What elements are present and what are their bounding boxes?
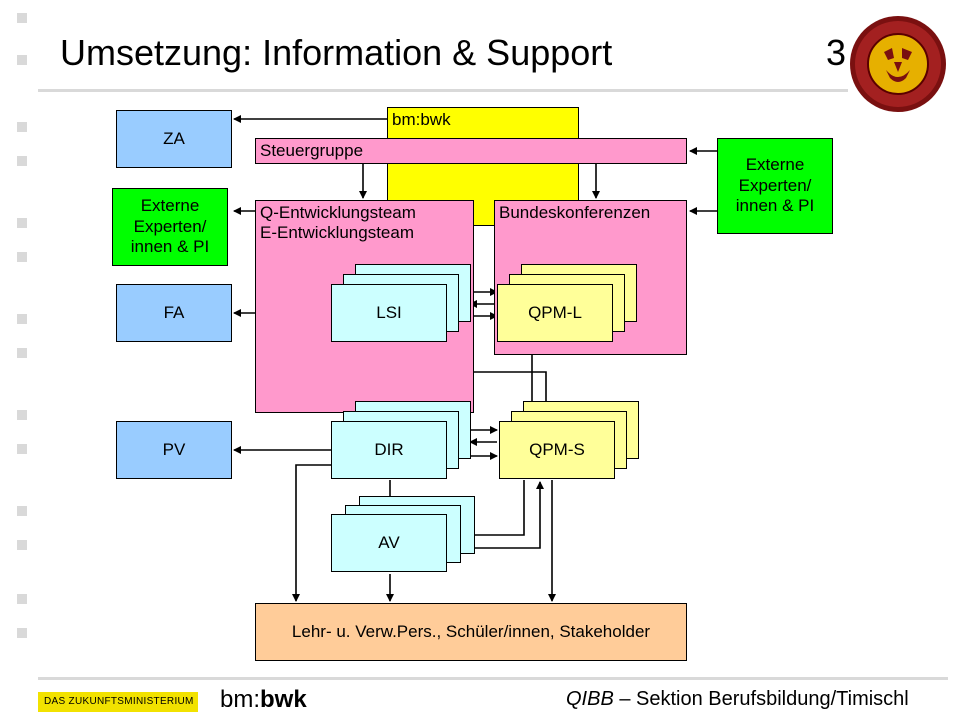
bmbwk-logo-light: bm: — [220, 686, 261, 713]
bullet-square — [17, 252, 27, 262]
dir-box: DIR — [331, 421, 447, 479]
bullet-square — [17, 506, 27, 516]
footer-credit-text: – Sektion Berufsbildung/Timischl — [613, 688, 909, 710]
steuergruppe-box: Steuergruppe — [255, 138, 687, 164]
qpm-l-box: QPM-L — [497, 284, 613, 342]
bullet-square — [17, 444, 27, 454]
section-seal-logo — [850, 16, 946, 112]
bullet-square — [17, 410, 27, 420]
bullet-square — [17, 314, 27, 324]
externe-experten-right-box: Externe Experten/ innen & PI — [717, 138, 833, 234]
externe-experten-left-box: Externe Experten/ innen & PI — [112, 188, 228, 266]
bullet-square — [17, 540, 27, 550]
bullet-square — [17, 218, 27, 228]
stakeholder-box: Lehr- u. Verw.Pers., Schüler/innen, Stak… — [255, 603, 687, 661]
e-entwicklungsteam-label: E-Entwicklungsteam — [260, 223, 415, 243]
footer-credit: QIBB – Sektion Berufsbildung/Timischl — [566, 688, 909, 711]
bullet-square — [17, 13, 27, 23]
footer-qibb: QIBB — [566, 688, 614, 710]
bullet-square — [17, 628, 27, 638]
bullet-square — [17, 348, 27, 358]
q-entwicklungsteam-label: Q-Entwicklungsteam — [260, 203, 416, 222]
page-title: Umsetzung: Information & Support — [60, 32, 613, 73]
bullet-square — [17, 594, 27, 604]
lsi-box: LSI — [331, 284, 447, 342]
zukunftsministerium-logo: DAS ZUKUNFTSMINISTERIUM — [38, 692, 198, 712]
title-divider — [38, 89, 848, 92]
bmbwk-logo: bm:bwk — [220, 686, 307, 714]
za-box: ZA — [116, 110, 232, 168]
av-box: AV — [331, 514, 447, 572]
page-number: 3 — [826, 32, 847, 73]
bullet-square — [17, 122, 27, 132]
bmbwk-logo-bold: bwk — [260, 686, 307, 713]
bullet-square — [17, 55, 27, 65]
pv-box: PV — [116, 421, 232, 479]
footer-divider — [38, 677, 948, 680]
fa-box: FA — [116, 284, 232, 342]
qpm-s-box: QPM-S — [499, 421, 615, 479]
bullet-square — [17, 156, 27, 166]
